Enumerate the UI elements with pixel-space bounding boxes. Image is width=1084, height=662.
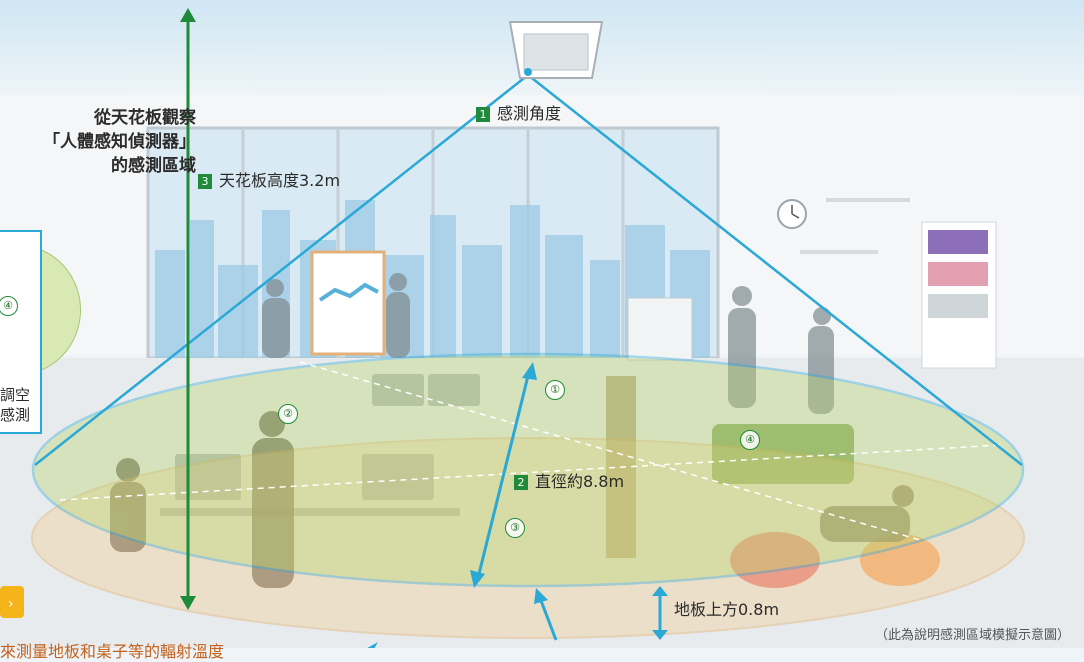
signal-icon [0, 586, 24, 618]
floor-height-arrow [652, 586, 668, 640]
sensing-cone [34, 74, 1023, 466]
side-panel-text-2: 感測 [0, 406, 31, 424]
badge-2: 2 [514, 475, 528, 490]
marker-4: ④ [740, 430, 760, 450]
people-silhouettes [262, 273, 834, 414]
svg-text:›: › [8, 596, 14, 612]
label-diameter: 2 直徑約8.8m [514, 474, 624, 490]
observation-line-1: 從天花板觀察 [94, 108, 196, 128]
marker-3: ③ [505, 518, 525, 538]
side-panel-marker: ④ [0, 296, 18, 316]
label-sensing-angle-text: 感測角度 [497, 104, 562, 123]
ceiling-height-arrow [180, 8, 196, 610]
label-sensing-angle: 1 感測角度 [476, 106, 561, 122]
diameter-arrow [470, 362, 537, 588]
marker-2: ② [278, 404, 298, 424]
observation-line-3: 的感測區域 [111, 156, 196, 176]
desks [160, 374, 480, 516]
observation-line-2: 「人體感知偵測器」 [43, 132, 196, 152]
beanbag-orange [860, 534, 940, 586]
label-floor-height: 地板上方0.8m [674, 600, 780, 619]
copier [627, 297, 693, 361]
side-panel-text-1: 調空 [0, 386, 31, 404]
badge-1: 1 [476, 107, 490, 122]
side-panel [0, 230, 42, 434]
diagram-note: （此為說明感測區域模擬示意圖） [874, 628, 1070, 643]
beanbag-red [730, 532, 820, 588]
label-diameter-text: 直徑約8.8m [535, 472, 625, 491]
badge-3: 3 [198, 174, 212, 189]
label-ceiling-height-text: 天花板高度3.2m [219, 171, 341, 190]
bottom-caption: 來測量地板和桌子等的輻射溫度 [0, 642, 225, 661]
marker-1: ① [545, 380, 565, 400]
upper-sensing-ellipse [31, 352, 1025, 588]
observation-title: 從天花板觀察 「人體感知偵測器」 的感測區域 [0, 106, 196, 178]
label-ceiling-height: 3 天花板高度3.2m [198, 173, 340, 189]
ceiling-ac-sensor [508, 21, 604, 79]
bookshelf [921, 221, 997, 369]
presentation-board [310, 250, 386, 356]
lower-sensing-ellipse [31, 437, 1025, 639]
